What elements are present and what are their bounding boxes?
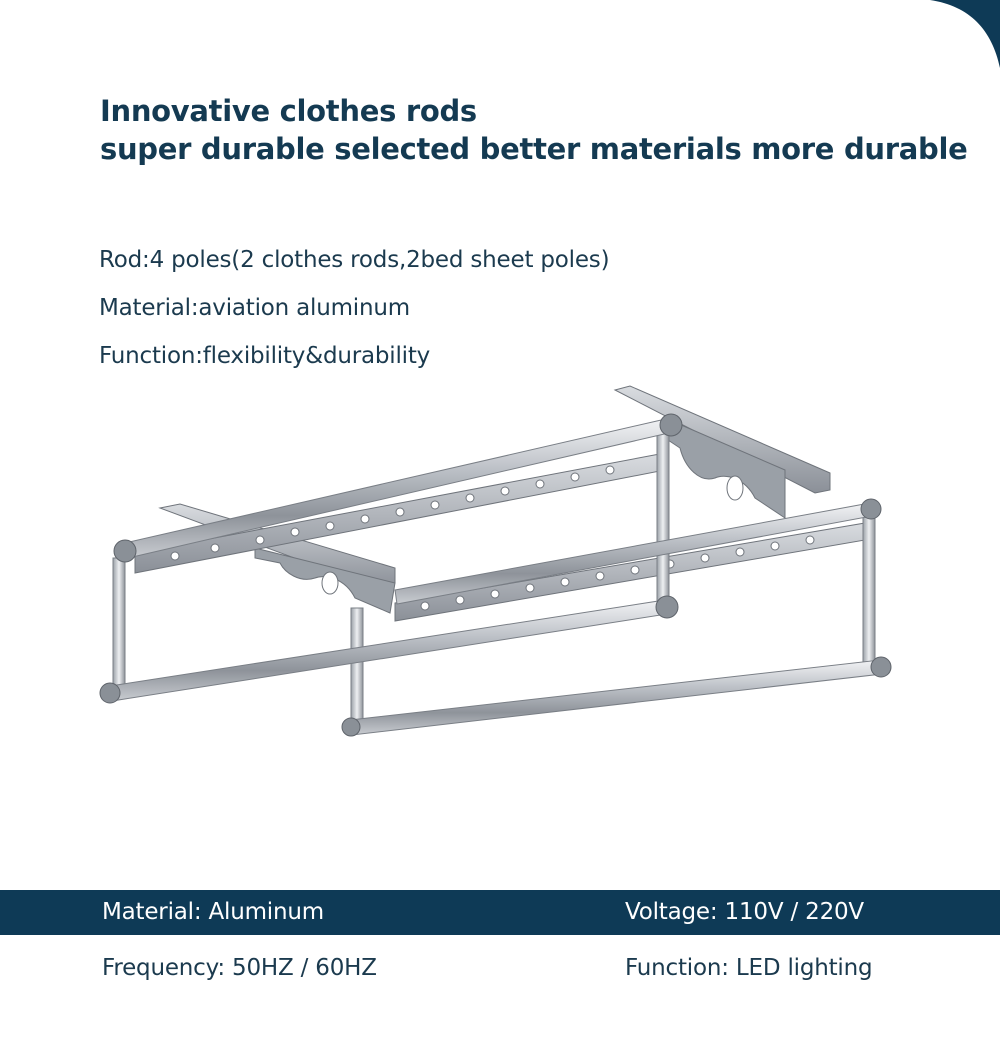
spec-voltage-cell: Voltage: 110V / 220V (625, 899, 864, 925)
spec-material-cell: Material: Aluminum (102, 899, 324, 925)
spec-material: Material:aviation aluminum (99, 295, 410, 321)
spec-table-row-2: Frequency: 50HZ / 60HZ Function: LED lig… (0, 950, 1000, 990)
spec-rods: Rod:4 poles(2 clothes rods,2bed sheet po… (99, 247, 610, 273)
product-image (95, 378, 905, 753)
headline-line-1: Innovative clothes rods (100, 94, 477, 128)
spec-table-row-1: Material: Aluminum Voltage: 110V / 220V (0, 890, 1000, 935)
spec-function-cell: Function: LED lighting (625, 955, 873, 981)
spec-list: Rod:4 poles(2 clothes rods,2bed sheet po… (99, 236, 610, 380)
spec-function: Function:flexibility&durability (99, 343, 431, 369)
spec-frequency-cell: Frequency: 50HZ / 60HZ (102, 955, 377, 981)
corner-decoration (930, 0, 1000, 70)
headline-line-2: super durable selected better materials … (100, 132, 968, 166)
headline: Innovative clothes rods super durable se… (100, 92, 968, 168)
